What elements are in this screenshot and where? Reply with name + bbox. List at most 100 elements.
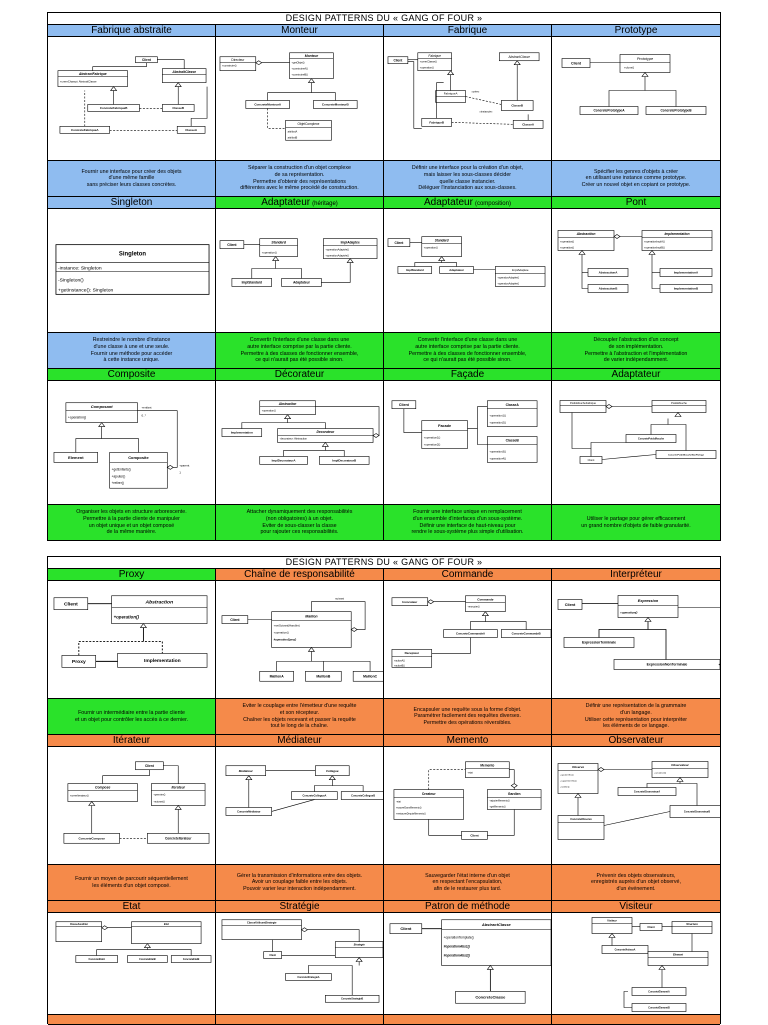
- class-name: ExpressionNonTerminale: [647, 663, 688, 667]
- class-name: Implementation: [144, 658, 181, 664]
- class-name: ImplStandard: [406, 268, 424, 272]
- pattern-description: Utiliser le partage pour gérer efficacem…: [552, 504, 720, 540]
- description-line: sans préciser leurs classes concrètes.: [86, 181, 177, 188]
- relation-line: [601, 454, 657, 460]
- uml-diagram-svg: ClientsuivantMaillon+setSuivant(Handler)…: [221, 597, 383, 682]
- inheritance-arrow: [674, 412, 682, 417]
- description-line: autre interface comprise par la partie c…: [247, 343, 352, 350]
- class-box: [641, 230, 713, 251]
- class-name: Adaptateur: [449, 268, 465, 272]
- inheritance-arrow: [658, 965, 666, 970]
- relation-line: [623, 991, 632, 1008]
- class-name: ConcreteObserve: [570, 817, 592, 821]
- pattern-name: Composite: [107, 369, 156, 380]
- inheritance-arrow: [139, 623, 148, 628]
- description-line: Convertir l'interface d'une classe dans …: [417, 337, 518, 344]
- diagram-label: +operation(): [262, 409, 276, 413]
- relation-line: [451, 122, 514, 125]
- class-name: Client: [647, 925, 654, 929]
- class-name: ConcreteStrategieB: [341, 998, 363, 1001]
- uml-diagram: Singleton-instance: Singleton-Singleton(…: [48, 209, 215, 332]
- relation-line: [301, 929, 360, 942]
- relation-line: [651, 254, 660, 289]
- pattern-title: Fabrique abstraite: [48, 25, 215, 37]
- description-line: Eviter de sous-classer la classe: [262, 522, 337, 529]
- description-line: Créer un nouvel objet en copiant ce prot…: [581, 181, 691, 188]
- relation-line: [650, 424, 687, 451]
- class-name: Createur: [422, 792, 437, 796]
- diagram-label: +clone(): [624, 66, 634, 70]
- diagram-label: +getObjet(): [292, 61, 305, 65]
- pattern-title: Adaptateur(héritage): [216, 197, 383, 209]
- sheet-title: DESIGN PATTERNS DU « GANG OF FOUR »: [48, 13, 720, 25]
- uml-diagram-svg: Directeur+construire()Monteur+getObjet()…: [219, 52, 358, 141]
- diagram-label: +operationAdaptée(): [497, 276, 519, 279]
- diagram-label: +operation(): [620, 611, 637, 615]
- diagram-label: +creerIterateur(): [70, 794, 89, 798]
- uml-diagram: Abstraction+operation()+operation()Imple…: [552, 209, 720, 332]
- class-name: ClasseUtilisantStrategie: [247, 921, 277, 925]
- class-name: ConcreteElementA: [648, 990, 670, 993]
- diagram-label: +creerChampi: AbstraitClasse: [60, 80, 97, 84]
- description-line: Fournir un intermédiaire entre la partie…: [78, 709, 185, 716]
- class-name: ConcreteEtatB: [139, 958, 156, 961]
- diagram-label: +construire(): [222, 64, 237, 68]
- relation-line: [487, 809, 515, 836]
- class-box: [417, 52, 452, 71]
- class-name: Client: [145, 764, 155, 768]
- class-name: ConcreteVisiteurA: [615, 948, 636, 951]
- pattern-title: Composite: [48, 369, 215, 381]
- pattern-description: Convertir l'interface d'une classe dans …: [384, 332, 551, 368]
- diagram-label: +operation(): [560, 246, 574, 250]
- class-box: [55, 244, 210, 295]
- inheritance-arrow: [513, 60, 521, 66]
- design-patterns-sheet-2: DESIGN PATTERNS DU « GANG OF FOUR » Prox…: [47, 556, 721, 1025]
- description-line: à cette instance unique.: [103, 357, 160, 364]
- description-line: Organiser les objets en structure arbore…: [76, 509, 187, 516]
- description-line: d'un événement.: [616, 885, 656, 892]
- class-name: Visiteur: [607, 918, 617, 922]
- pattern-name: Adaptateur: [611, 369, 661, 380]
- pattern-description: Fournir un moyen de parcourir séquentiel…: [48, 864, 215, 900]
- diagram-label: +operationTemplate(): [444, 936, 474, 940]
- description-line: d'une classe à une et une seule.: [93, 343, 170, 350]
- class-name: ConcretePoidsMouche: [638, 437, 665, 440]
- pattern-title: Stratégie: [216, 901, 383, 913]
- class-name: Client: [142, 58, 152, 62]
- pattern-title: Memento: [384, 735, 551, 747]
- description-line: Prévenir des objets observateurs,: [596, 872, 676, 879]
- relation-line: [428, 769, 466, 790]
- relation-line: [403, 408, 422, 433]
- pattern-description: Eviter le couplage entre l'émetteur d'un…: [216, 698, 383, 734]
- pattern-name: Médiateur: [277, 735, 322, 746]
- inheritance-arrow: [481, 611, 489, 616]
- class-name: Gardien: [508, 792, 521, 796]
- pattern-description: Attacher dynamiquement des responsabilit…: [216, 504, 383, 540]
- class-name: ClasseAvecEtat: [70, 923, 88, 926]
- uml-diagram-svg: ClientExpression+operation()ExpressionTe…: [557, 595, 720, 670]
- diagram-label: -etat: [468, 771, 473, 775]
- class-name: Client: [571, 61, 582, 65]
- inheritance-arrow: [174, 82, 182, 87]
- relation-line: [509, 769, 515, 790]
- diagram-label: +operation3(): [489, 449, 506, 453]
- class-name: ConcreteMonteurA: [254, 103, 282, 107]
- class-box: [117, 653, 208, 668]
- diagram-label: #operationAbs2(): [444, 954, 470, 958]
- diagram-label: #operationSpec(): [274, 637, 297, 641]
- description-line: de son implémentation.: [608, 343, 664, 350]
- aggregation-diamond: [372, 433, 380, 438]
- description-line: Convertir l'interface d'une classe dans …: [249, 337, 350, 344]
- pattern-title: Fabrique: [384, 25, 551, 37]
- description-line: de la même manière.: [106, 529, 157, 536]
